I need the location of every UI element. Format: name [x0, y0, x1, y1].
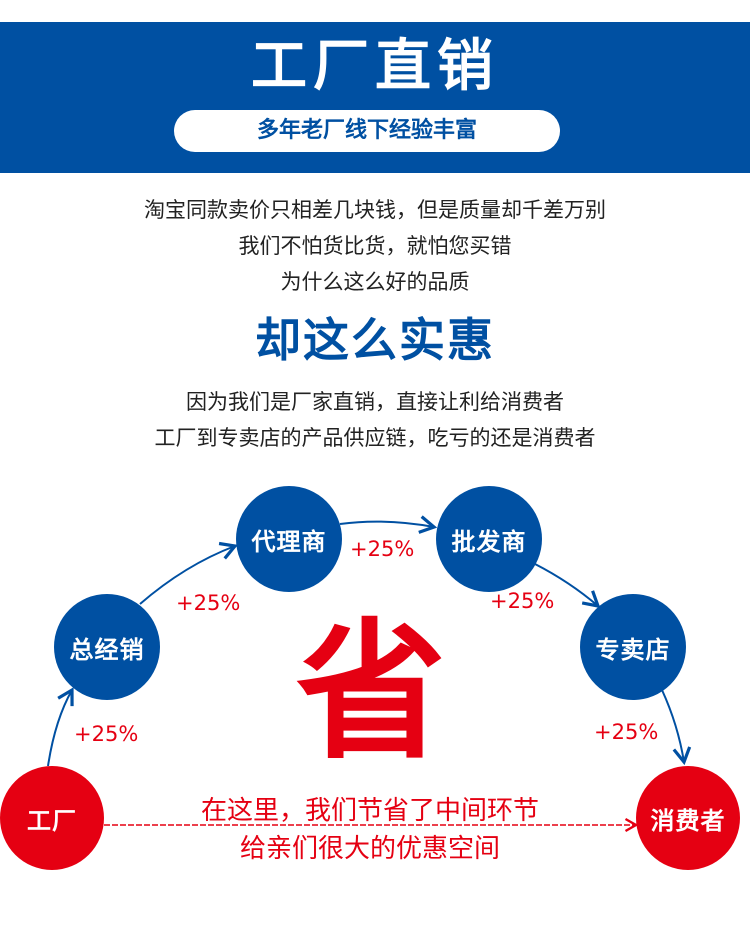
intro-text: 淘宝同款卖价只相差几块钱，但是质量却千差万别 我们不怕货比货，就怕您买错 为什么… — [0, 192, 750, 300]
intro-line: 为什么这么好的品质 — [280, 270, 470, 294]
node-label: 代理商 — [251, 527, 327, 556]
node-factory: 工厂 — [0, 766, 104, 870]
node-wholesaler: 批发商 — [436, 486, 542, 592]
markup-label: +25% — [176, 591, 241, 615]
headline: 却这么实惠 — [255, 313, 495, 367]
markup-label: +25% — [74, 722, 139, 746]
node-agent: 代理商 — [236, 486, 342, 592]
node-label: 总经销 — [69, 635, 145, 664]
save-character: 省 — [296, 604, 447, 780]
node-label: 批发商 — [451, 527, 527, 556]
savings-text: 在这里，我们节省了中间环节 给亲们很大的优惠空间 — [120, 792, 620, 868]
reason-line: 因为我们是厂家直销，直接让利给消费者 — [186, 390, 564, 414]
markup-label: +25% — [350, 537, 415, 561]
reason-line: 工厂到专卖店的产品供应链，吃亏的还是消费者 — [154, 426, 596, 450]
savings-line: 在这里，我们节省了中间环节 — [200, 796, 539, 826]
intro-line: 淘宝同款卖价只相差几块钱，但是质量却千差万别 — [144, 198, 606, 222]
node-label: 专卖店 — [595, 635, 671, 664]
node-label: 消费者 — [650, 806, 726, 835]
subtitle-pill: 多年老厂线下经验丰富 — [174, 110, 560, 152]
markup-label: +25% — [490, 589, 555, 613]
node-store: 专卖店 — [580, 594, 686, 700]
node-consumer: 消费者 — [636, 766, 740, 870]
markup-label: +25% — [594, 720, 659, 744]
node-general-distributor: 总经销 — [54, 594, 160, 700]
page-title: 工厂直销 — [251, 34, 499, 99]
savings-line: 给亲们很大的优惠空间 — [239, 834, 500, 864]
node-label: 工厂 — [27, 806, 77, 835]
reason-text: 因为我们是厂家直销，直接让利给消费者 工厂到专卖店的产品供应链，吃亏的还是消费者 — [0, 384, 750, 456]
intro-line: 我们不怕货比货，就怕您买错 — [238, 234, 512, 258]
